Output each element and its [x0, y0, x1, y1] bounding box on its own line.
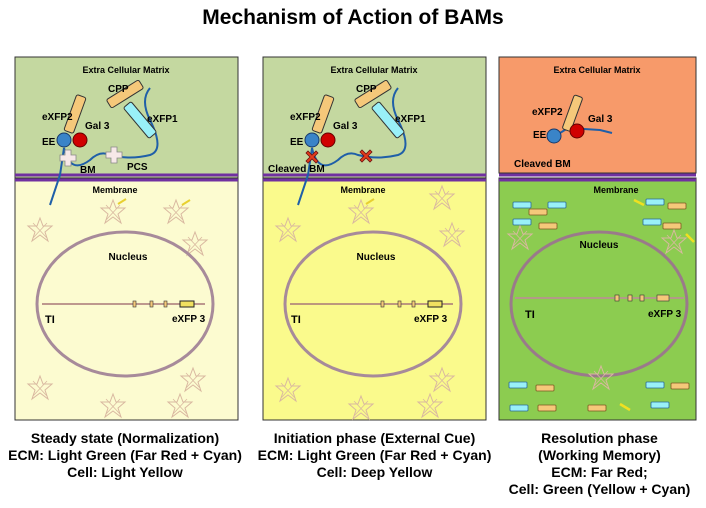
- caption-line: Cell: Light Yellow: [67, 464, 183, 480]
- ee-circle: [56, 132, 72, 148]
- ecm-label: Extra Cellular Matrix: [330, 65, 417, 75]
- cpp-label: CPP: [356, 84, 377, 95]
- caption-line: ECM: Light Green (Far Red + Cyan): [257, 447, 492, 463]
- exfp1-box: [123, 101, 157, 139]
- gal3-circle: [72, 132, 88, 148]
- caption-line: Resolution phase: [541, 430, 658, 446]
- caption-line: Cell: Deep Yellow: [316, 464, 433, 480]
- panel-resolution-phase: Extra Cellular Matrix Membrane eXFP2 Gal…: [498, 56, 697, 421]
- caption-line: (Working Memory): [538, 447, 661, 463]
- ee-label: EE: [42, 137, 56, 148]
- exfp3-label: eXFP 3: [172, 314, 206, 325]
- nucleus-label: Nucleus: [357, 252, 396, 263]
- nucleus-label: Nucleus: [580, 240, 619, 251]
- ecm-region: [498, 56, 697, 174]
- exfp2-label: eXFP2: [290, 112, 321, 123]
- membrane-label: Membrane: [92, 185, 137, 195]
- membrane-label: Membrane: [340, 185, 385, 195]
- panel-steady-state: Extra Cellular Matrix Membrane eXFP2 CPP…: [14, 56, 239, 421]
- nucleus: [35, 230, 215, 378]
- caption-resolution-phase: Resolution phase (Working Memory) ECM: F…: [497, 430, 702, 498]
- exfp1-label: eXFP1: [147, 114, 178, 125]
- ti-label: TI: [525, 309, 535, 321]
- panel-initiation-phase: Extra Cellular Matrix Membrane eXFP2 CPP…: [262, 56, 487, 421]
- exfp2-label: eXFP2: [532, 107, 563, 118]
- page-title: Mechanism of Action of BAMs: [202, 6, 504, 29]
- exfp3-label: eXFP 3: [414, 314, 448, 325]
- nucleus-label: Nucleus: [109, 252, 148, 263]
- membrane-label: Membrane: [593, 185, 638, 195]
- cell-region: [262, 177, 487, 421]
- gal3-label: Gal 3: [333, 121, 358, 132]
- caption-line: Steady state (Normalization): [30, 430, 220, 446]
- caption-initiation-phase: Initiation phase (External Cue) ECM: Lig…: [252, 430, 497, 481]
- exfp1-label: eXFP1: [395, 114, 426, 125]
- ee-label: EE: [290, 137, 304, 148]
- ecm-label: Extra Cellular Matrix: [553, 65, 640, 75]
- ee-label: EE: [533, 130, 547, 141]
- caption-line: ECM: Far Red;: [551, 464, 648, 480]
- caption-steady-state: Steady state (Normalization) ECM: Light …: [5, 430, 245, 481]
- nucleus: [283, 230, 463, 378]
- ecm-label: Extra Cellular Matrix: [82, 65, 169, 75]
- exfp2-box: [63, 94, 87, 134]
- bm-label: BM: [80, 165, 96, 176]
- cleaved-bm-label: Cleaved BM: [514, 159, 571, 170]
- cleaved-bm-label: Cleaved BM: [268, 164, 325, 175]
- caption-line: ECM: Light Green (Far Red + Cyan): [8, 447, 242, 463]
- gal3-label: Gal 3: [85, 121, 110, 132]
- caption-line: Cell: Green (Yellow + Cyan): [508, 481, 691, 497]
- ti-label: TI: [291, 314, 301, 326]
- gal3-label: Gal 3: [588, 114, 613, 125]
- ti-label: TI: [45, 314, 55, 326]
- exfp2-label: eXFP2: [42, 112, 73, 123]
- cpp-label: CPP: [108, 84, 129, 95]
- exfp3-label: eXFP 3: [648, 309, 682, 320]
- cpp-box: [106, 79, 144, 109]
- pcs-label: PCS: [127, 162, 148, 173]
- caption-line: Initiation phase (External Cue): [273, 430, 476, 446]
